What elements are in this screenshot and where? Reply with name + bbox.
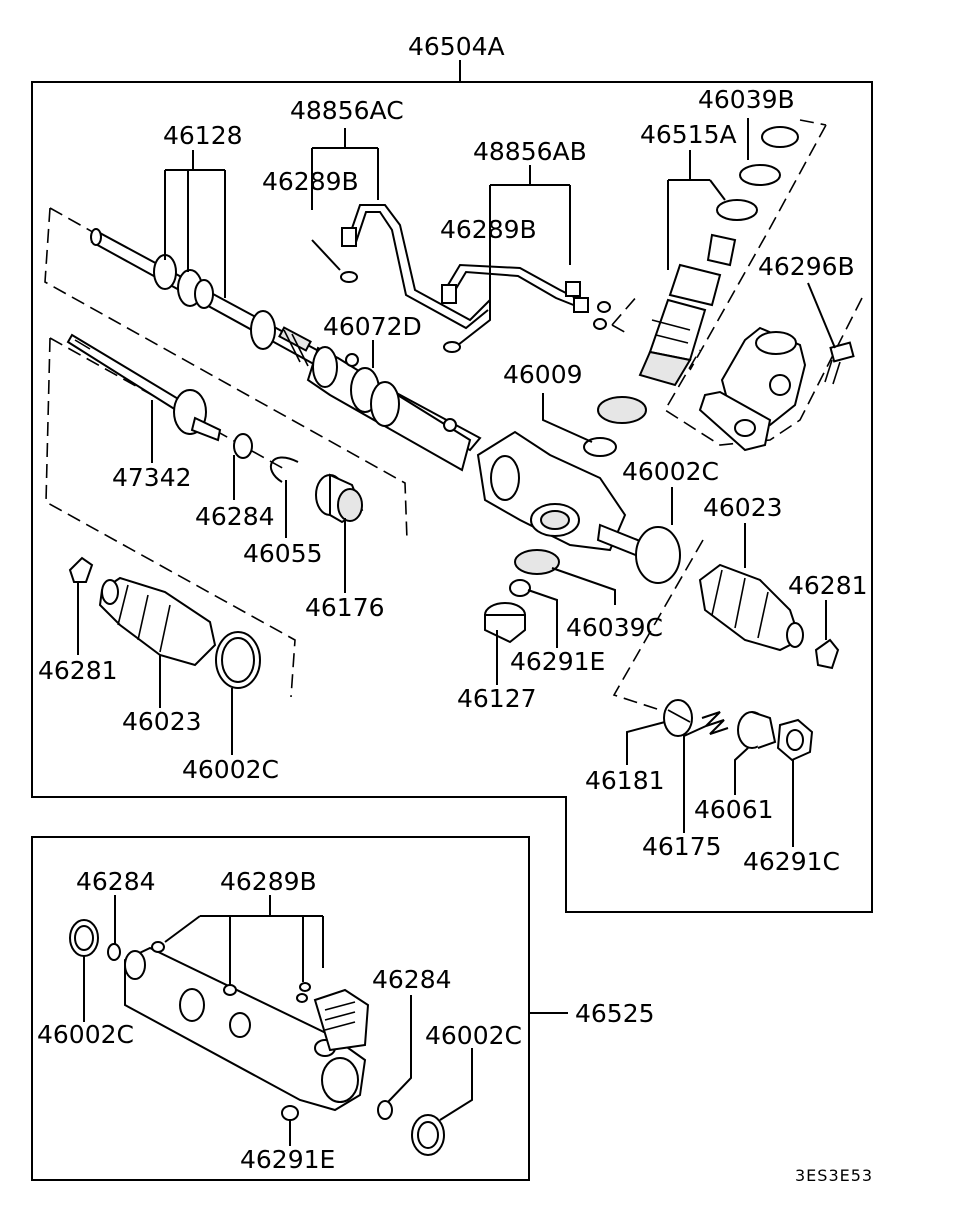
boot-46023-left bbox=[98, 576, 217, 667]
label-46128: 46128 bbox=[163, 121, 243, 150]
sub-o-ring-4 bbox=[296, 993, 308, 1003]
sub-washer-46284-left bbox=[107, 943, 121, 961]
label-46023-a: 46023 bbox=[703, 493, 783, 522]
label-46525: 46525 bbox=[575, 999, 655, 1028]
label-46127: 46127 bbox=[457, 684, 537, 713]
label-46284-b: 46284 bbox=[76, 867, 156, 896]
label-46039B: 46039B bbox=[698, 85, 795, 114]
main-assembly-frame bbox=[31, 81, 873, 913]
pinion-dashed-zone bbox=[611, 119, 827, 371]
yoke-46127 bbox=[484, 602, 526, 644]
clip-46281-right bbox=[814, 638, 840, 670]
seal-46039C bbox=[514, 549, 560, 575]
label-46023-b: 46023 bbox=[122, 707, 202, 736]
o-rings-46289B bbox=[340, 271, 611, 353]
label-46072D: 46072D bbox=[323, 312, 422, 341]
plug-46181 bbox=[663, 699, 693, 737]
leader-lines bbox=[77, 118, 836, 1146]
label-46181: 46181 bbox=[585, 766, 665, 795]
label-47342: 47342 bbox=[112, 463, 192, 492]
rack-bushing-46128 bbox=[153, 254, 276, 350]
pressure-tube-48856AC bbox=[341, 204, 491, 330]
sub-assembly-frame bbox=[31, 836, 530, 1181]
bearing-46009-b bbox=[583, 437, 617, 457]
label-46175: 46175 bbox=[642, 832, 722, 861]
label-48856AC: 48856AC bbox=[290, 96, 404, 125]
label-46296B: 46296B bbox=[758, 252, 855, 281]
rack-bushing-46072D bbox=[350, 367, 400, 427]
label-46002C-a: 46002C bbox=[622, 457, 719, 486]
bolt-46296B bbox=[824, 341, 855, 385]
label-46291E-b: 46291E bbox=[240, 1145, 335, 1174]
label-48856AB: 48856AB bbox=[473, 137, 587, 166]
pinion-46515A bbox=[638, 233, 737, 387]
seal-46039B bbox=[739, 164, 781, 186]
label-46515A: 46515A bbox=[640, 120, 737, 149]
label-46284-c: 46284 bbox=[372, 965, 452, 994]
locknut-46291C bbox=[776, 718, 814, 762]
sub-nut-46291E bbox=[281, 1105, 299, 1121]
bearing-46009-a bbox=[597, 396, 647, 424]
sub-band-46002C-left bbox=[69, 919, 99, 957]
lock-washer-46284 bbox=[233, 433, 253, 459]
label-46289B-b: 46289B bbox=[440, 215, 537, 244]
label-46002C-c: 46002C bbox=[37, 1020, 134, 1049]
cap-46061 bbox=[737, 711, 777, 749]
label-46176: 46176 bbox=[305, 593, 385, 622]
circlip-46055 bbox=[270, 456, 299, 483]
label-46281-b: 46281 bbox=[38, 656, 118, 685]
stopper-46176 bbox=[315, 473, 364, 524]
label-46002C-b: 46002C bbox=[182, 755, 279, 784]
spring-46175 bbox=[701, 711, 729, 735]
label-46055: 46055 bbox=[243, 539, 323, 568]
part-number-labels: 46504A 46128 48856AC 46289B 48856AB 4628… bbox=[37, 32, 873, 1185]
sub-o-ring-2 bbox=[223, 984, 237, 996]
sub-rack-housing bbox=[124, 946, 370, 1112]
sub-band-46002C-right bbox=[411, 1114, 445, 1156]
tie-rod-47342 bbox=[66, 333, 222, 442]
sub-washer-46284-right bbox=[377, 1100, 393, 1120]
label-46039C: 46039C bbox=[566, 613, 663, 642]
sub-o-ring-3 bbox=[299, 982, 311, 992]
yoke-dashed-zone bbox=[612, 539, 704, 711]
label-46291C: 46291C bbox=[743, 847, 840, 876]
label-46061: 46061 bbox=[694, 795, 774, 824]
clip-46281-left bbox=[68, 556, 94, 583]
label-46289B-c: 46289B bbox=[220, 867, 317, 896]
seal-46039B-outer bbox=[761, 126, 799, 148]
band-46002C-right bbox=[635, 526, 681, 584]
label-46291E-a: 46291E bbox=[510, 647, 605, 676]
label-46504A: 46504A bbox=[408, 32, 505, 61]
label-46002C-d: 46002C bbox=[425, 1021, 522, 1050]
boot-46023-right bbox=[698, 563, 804, 652]
label-46289B-a: 46289B bbox=[262, 167, 359, 196]
band-46002C-left bbox=[215, 631, 261, 689]
label-46009: 46009 bbox=[503, 360, 583, 389]
return-tube-48856AB bbox=[441, 263, 589, 313]
nut-46291E bbox=[509, 579, 531, 597]
seal-46039B-small bbox=[716, 199, 758, 221]
label-46281-a: 46281 bbox=[788, 571, 868, 600]
valve-housing bbox=[698, 326, 807, 452]
diagram-code: 3ES3E53 bbox=[795, 1166, 873, 1185]
label-46284-a: 46284 bbox=[195, 502, 275, 531]
sub-o-ring-1 bbox=[151, 941, 165, 953]
